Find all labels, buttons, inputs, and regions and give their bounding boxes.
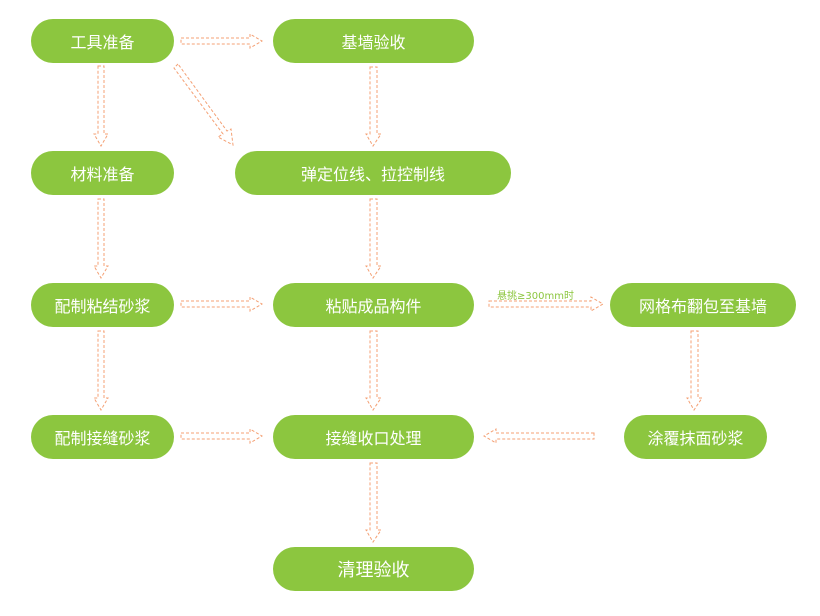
arrow-mesh-to-plaster xyxy=(686,330,703,411)
node-base-wall: 基墙验收 xyxy=(273,19,474,63)
node-lines: 弹定位线、拉控制线 xyxy=(235,151,511,195)
arrow-lines-to-paste xyxy=(365,198,382,279)
arrow-joint-mortar-to-joint xyxy=(180,428,263,444)
edge-label-overhang: 悬挑≥300mm时 xyxy=(497,291,574,302)
node-plaster: 涂覆抹面砂浆 xyxy=(624,415,767,459)
arrow-materials-to-bond-mortar xyxy=(93,198,109,279)
node-clean: 清理验收 xyxy=(273,547,474,591)
arrow-tools-to-lines xyxy=(173,63,234,146)
node-tools: 工具准备 xyxy=(31,19,174,63)
arrow-bond-mortar-to-paste xyxy=(180,296,263,312)
node-materials: 材料准备 xyxy=(31,151,174,195)
arrow-paste-to-mesh xyxy=(488,296,604,312)
node-joint: 接缝收口处理 xyxy=(273,415,474,459)
arrow-joint-to-clean xyxy=(365,462,382,543)
arrow-base-wall-to-lines xyxy=(365,66,382,147)
node-joint-mortar: 配制接缝砂浆 xyxy=(31,415,174,459)
arrow-plaster-to-joint xyxy=(483,428,595,444)
node-paste: 粘贴成品构件 xyxy=(273,283,474,327)
arrow-tools-to-base-wall xyxy=(180,33,263,49)
arrow-bond-mortar-to-joint-mortar xyxy=(93,330,109,411)
arrow-tools-to-materials xyxy=(93,65,109,147)
arrow-paste-to-joint xyxy=(365,330,382,411)
node-mesh: 网格布翻包至基墙 xyxy=(610,283,796,327)
node-bond-mortar: 配制粘结砂浆 xyxy=(31,283,174,327)
